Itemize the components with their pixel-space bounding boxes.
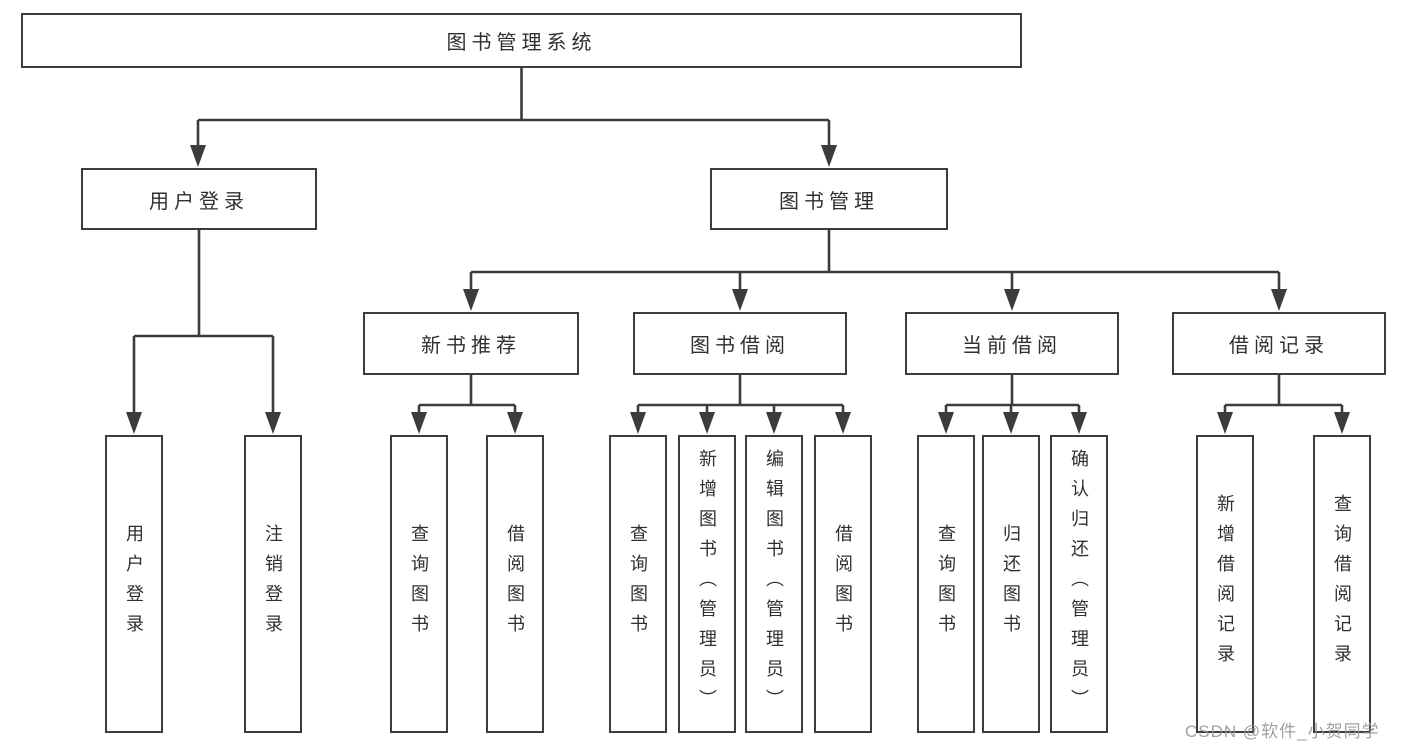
connector-lines	[417, 375, 517, 413]
node-new-book-recommend: 新书推荐	[363, 312, 579, 375]
connector-borrow-to-leaves	[630, 375, 851, 434]
node-borrowing-query-books: 查询图书	[609, 435, 667, 733]
connector-user-login-to-leaves	[126, 230, 281, 434]
arrowhead	[835, 412, 851, 434]
arrowhead	[507, 412, 523, 434]
node-label: 借阅图书	[833, 524, 853, 644]
connector-current-to-leaves	[938, 375, 1087, 434]
node-label: 新书推荐	[421, 335, 521, 357]
node-recommend-borrow-books: 借阅图书	[486, 435, 544, 733]
node-label: 借阅记录	[1229, 335, 1329, 357]
arrowhead	[821, 145, 837, 167]
node-current-query-books: 查询图书	[917, 435, 975, 733]
node-borrowing-add-books-admin: 新增图书（管理员）	[678, 435, 736, 733]
node-book-borrowing: 图书借阅	[633, 312, 847, 375]
arrowhead	[411, 412, 427, 434]
node-user-login-leaf: 用户登录	[105, 435, 163, 733]
connector-root-to-level2	[190, 68, 837, 167]
connector-book-management-to-modules	[463, 230, 1287, 311]
node-label: 新增借阅记录	[1215, 494, 1235, 674]
node-label: 图书管理	[779, 190, 879, 213]
arrowhead	[766, 412, 782, 434]
csdn-watermark: CSDN @软件_小贺同学	[1185, 722, 1380, 741]
node-borrowing-edit-books-admin: 编辑图书（管理员）	[745, 435, 803, 733]
node-label: 图书管理系统	[446, 32, 597, 54]
node-borrowing-records: 借阅记录	[1172, 312, 1386, 375]
arrowhead	[1004, 289, 1020, 311]
arrowhead	[1217, 412, 1233, 434]
connector-lines	[944, 375, 1081, 413]
arrowhead	[1334, 412, 1350, 434]
node-current-borrowing: 当前借阅	[905, 312, 1119, 375]
arrowhead	[265, 412, 281, 434]
node-label: 查询图书	[409, 524, 429, 644]
node-current-return-books: 归还图书	[982, 435, 1040, 733]
node-label: 图书借阅	[690, 335, 790, 357]
arrowhead	[732, 289, 748, 311]
arrowhead	[630, 412, 646, 434]
connector-recommend-to-leaves	[411, 375, 523, 434]
node-label: 注销登录	[263, 524, 283, 644]
connector-lines	[132, 230, 275, 413]
node-book-management-branch: 图书管理	[710, 168, 948, 230]
node-label: 借阅图书	[505, 524, 525, 644]
node-borrowing-borrow-books: 借阅图书	[814, 435, 872, 733]
connector-records-to-leaves	[1217, 375, 1350, 434]
connector-lines	[1223, 375, 1344, 413]
node-label: 编辑图书（管理员）	[764, 449, 784, 719]
node-label: 查询借阅记录	[1332, 494, 1352, 674]
arrowhead	[699, 412, 715, 434]
node-label: 新增图书（管理员）	[697, 449, 717, 719]
node-records-query-record: 查询借阅记录	[1313, 435, 1371, 733]
node-user-login-branch: 用户登录	[81, 168, 317, 230]
connector-lines	[636, 375, 845, 413]
node-label: 用户登录	[149, 190, 249, 213]
node-label: 归还图书	[1001, 524, 1021, 644]
node-recommend-query-books: 查询图书	[390, 435, 448, 733]
node-label: 确认归还（管理员）	[1069, 449, 1089, 719]
node-records-add-record: 新增借阅记录	[1196, 435, 1254, 733]
arrowhead	[938, 412, 954, 434]
node-label: 用户登录	[124, 524, 144, 644]
node-label: 当前借阅	[962, 335, 1062, 357]
arrowhead	[1003, 412, 1019, 434]
node-library-management-system: 图书管理系统	[21, 13, 1022, 68]
arrowhead	[463, 289, 479, 311]
node-current-confirm-return-admin: 确认归还（管理员）	[1050, 435, 1108, 733]
node-label: 查询图书	[936, 524, 956, 644]
arrowhead	[1071, 412, 1087, 434]
node-label: 查询图书	[628, 524, 648, 644]
arrowhead	[1271, 289, 1287, 311]
connector-lines	[469, 230, 1281, 291]
arrowhead	[190, 145, 206, 167]
connector-lines	[196, 68, 831, 147]
node-logout-leaf: 注销登录	[244, 435, 302, 733]
arrowhead	[126, 412, 142, 434]
